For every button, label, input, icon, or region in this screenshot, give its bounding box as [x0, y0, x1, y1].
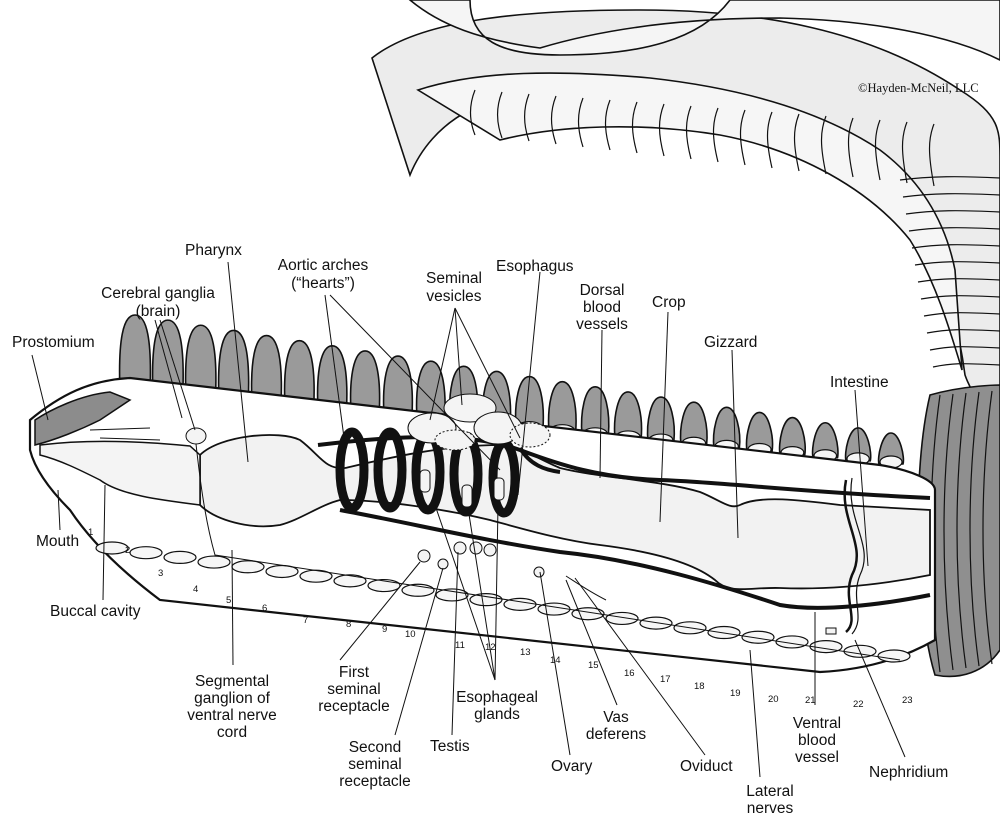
label-vas-deferens: Vas	[603, 709, 629, 726]
segment-number: 5	[226, 595, 231, 606]
segment-number: 3	[158, 568, 163, 579]
label-ventral-blood-vessel: Ventral	[793, 715, 841, 732]
label-aortic-arches: Aortic arches	[278, 257, 369, 274]
label-lateral-nerves-2: nerves	[747, 800, 794, 817]
segment-number: 20	[768, 694, 779, 705]
segment-number: 9	[382, 624, 387, 635]
label-gizzard: Gizzard	[704, 334, 757, 351]
label-pharynx: Pharynx	[185, 242, 242, 259]
segment-number: 15	[588, 660, 599, 671]
label-dorsal: Dorsal	[580, 282, 625, 299]
worm-tail-coil	[372, 0, 1000, 420]
segment-number: 12	[485, 642, 496, 653]
label-segmental-ganglion-3: ventral nerve	[187, 707, 277, 724]
label-first-seminal-receptacle-2: seminal	[327, 681, 380, 698]
segment-number: 1	[88, 527, 93, 538]
label-ovary: Ovary	[551, 758, 593, 775]
segment-number: 7	[303, 615, 308, 626]
ventral-segment	[742, 631, 774, 643]
label-second-seminal-receptacle: Second	[349, 739, 402, 756]
label-segmental-ganglion: Segmental	[195, 673, 269, 690]
segment-number: 18	[694, 681, 705, 692]
label-testis: Testis	[430, 738, 470, 755]
segment-number: 21	[805, 695, 816, 706]
segment-number: 17	[660, 674, 671, 685]
ventral-segment	[606, 612, 638, 624]
label-esophagus: Esophagus	[496, 258, 574, 275]
label-crop: Crop	[652, 294, 686, 311]
segment-number: 8	[346, 619, 351, 630]
label-segmental-ganglion-2: ganglion of	[194, 690, 271, 707]
segment-number: 22	[853, 699, 864, 710]
label-intestine: Intestine	[830, 374, 889, 391]
label-aortic-arches-hearts: (“hearts”)	[291, 275, 355, 292]
label-vas-deferens-2: deferens	[586, 726, 647, 743]
label-esophageal-glands: Esophageal	[456, 689, 538, 706]
ventral-segment	[470, 594, 502, 606]
segment-number: 11	[455, 640, 465, 651]
label-lateral-nerves: Lateral	[746, 783, 793, 800]
label-cerebral-ganglia: Cerebral ganglia	[101, 285, 215, 302]
label-buccal-cavity: Buccal cavity	[50, 603, 141, 620]
copyright-text: ©Hayden-McNeil, LLC	[858, 81, 979, 95]
segment-number: 23	[902, 695, 913, 706]
label-second-seminal-receptacle-2: seminal	[348, 756, 401, 773]
ventral-segment	[640, 617, 672, 629]
segment-number: 19	[730, 688, 741, 699]
label-seminal-vesicles: Seminal	[426, 270, 482, 287]
label-esophageal-glands-2: glands	[474, 706, 520, 723]
segment-number: 16	[624, 668, 635, 679]
label-first-seminal-receptacle-3: receptacle	[318, 698, 390, 715]
label-ventral-blood-vessel-3: vessel	[795, 749, 839, 766]
segment-number: 2	[125, 545, 130, 556]
segment-number: 6	[262, 603, 267, 614]
ventral-segment	[878, 650, 910, 662]
ventral-segment	[334, 575, 366, 587]
ventral-segment	[436, 589, 468, 601]
label-mouth: Mouth	[36, 533, 79, 550]
label-cerebral-ganglia-brain: (brain)	[136, 303, 181, 320]
label-oviduct: Oviduct	[680, 758, 733, 775]
label-dorsal-blood: blood	[583, 299, 621, 316]
ventral-segment	[164, 551, 196, 563]
label-seminal-vesicles-2: vesicles	[426, 288, 481, 305]
label-nephridium: Nephridium	[869, 764, 948, 781]
label-ventral-blood-vessel-2: blood	[798, 732, 836, 749]
label-first-seminal-receptacle: First	[339, 664, 370, 681]
label-prostomium: Prostomium	[12, 334, 95, 351]
segment-number: 13	[520, 647, 531, 658]
ventral-segment	[232, 561, 264, 573]
segment-number: 14	[550, 655, 561, 666]
label-dorsal-vessels: vessels	[576, 316, 628, 333]
ventral-segment	[198, 556, 230, 568]
ventral-segment	[96, 542, 128, 554]
label-segmental-ganglion-4: cord	[217, 724, 247, 741]
segment-number: 10	[405, 629, 416, 640]
label-second-seminal-receptacle-3: receptacle	[339, 773, 411, 790]
ventral-segment	[130, 547, 162, 559]
segment-number: 4	[193, 584, 198, 595]
